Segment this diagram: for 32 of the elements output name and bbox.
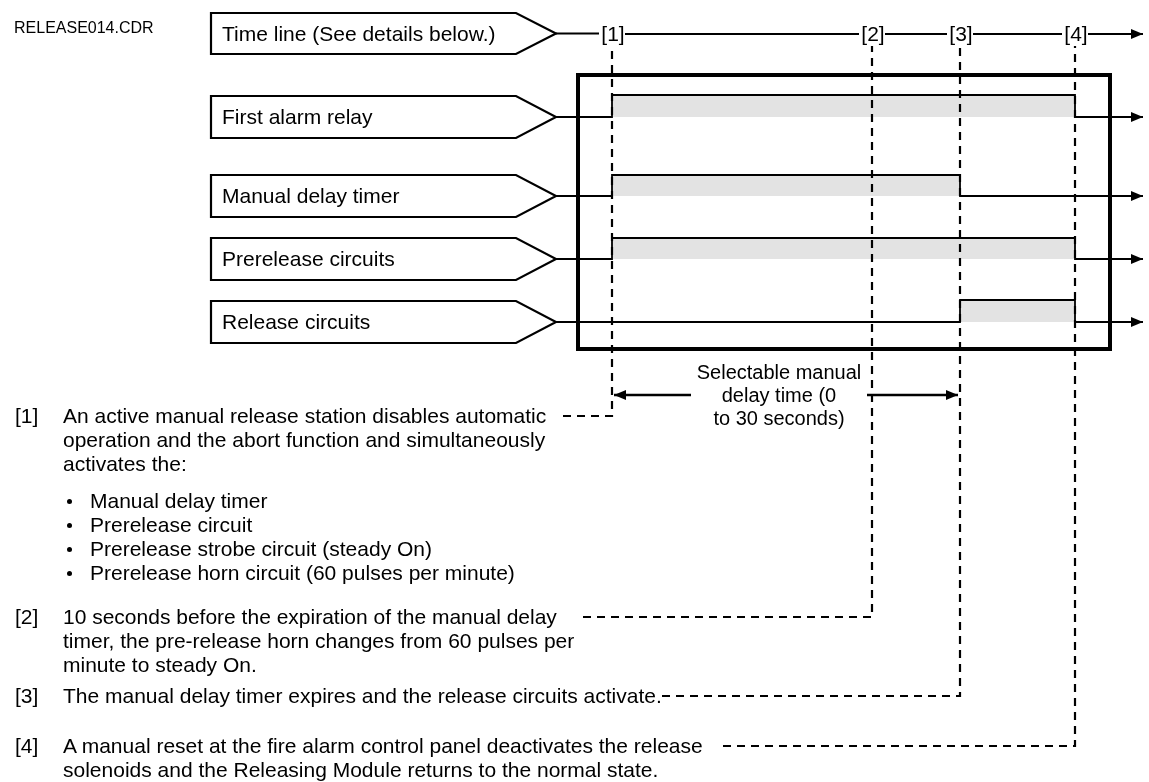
signal-name: Prerelease circuits — [222, 247, 395, 271]
time-marker: [3] — [947, 22, 975, 46]
file-name: RELEASE014.CDR — [14, 19, 154, 37]
leader-line — [662, 46, 962, 698]
bullet-text: Prerelease circuit — [90, 513, 253, 537]
signal-name: First alarm relay — [222, 105, 373, 129]
time-marker: [1] — [599, 22, 627, 46]
signal-name: Manual delay timer — [222, 184, 400, 208]
bullet-text: Prerelease strobe circuit (steady On) — [90, 537, 432, 561]
timeline-arrow — [1087, 29, 1144, 39]
time-marker: [4] — [1062, 22, 1090, 46]
signal-tag — [210, 95, 556, 139]
leader-line — [723, 46, 1077, 748]
signal-name: Time line (See details below.) — [222, 21, 496, 46]
leader-line — [583, 46, 874, 619]
dimension-label: Selectable manual delay time (0 to 30 seconds) — [691, 361, 867, 430]
note-number: [1] — [15, 404, 40, 429]
note-number: [2] — [15, 605, 40, 630]
signal-tag — [210, 174, 556, 218]
signal-tag — [210, 237, 556, 281]
note-text: The manual delay timer expires and the release circuits activate. — [63, 684, 662, 708]
bullet-text: Prerelease horn circuit (60 pulses per minute) — [90, 561, 515, 585]
signal-tag — [210, 12, 556, 55]
note-text: An active manual release station disables automatic operation and the abort function and simultaneously activates the: — [63, 404, 548, 476]
note-text: A manual reset at the fire alarm control panel deactivates the release solenoids and the Releasing Module returns to the normal state. — [63, 734, 704, 782]
note-number: [3] — [15, 684, 40, 708]
time-marker: [2] — [859, 22, 887, 46]
signal-tag — [210, 300, 556, 344]
signal-name: Release circuits — [222, 310, 371, 334]
note-text: 10 seconds before the expiration of the manual delay timer, the pre-release horn changes from 60 pulses per minute to steady On. — [63, 605, 576, 677]
note-number: [4] — [15, 734, 40, 759]
bullet-text: Manual delay timer — [90, 489, 268, 513]
